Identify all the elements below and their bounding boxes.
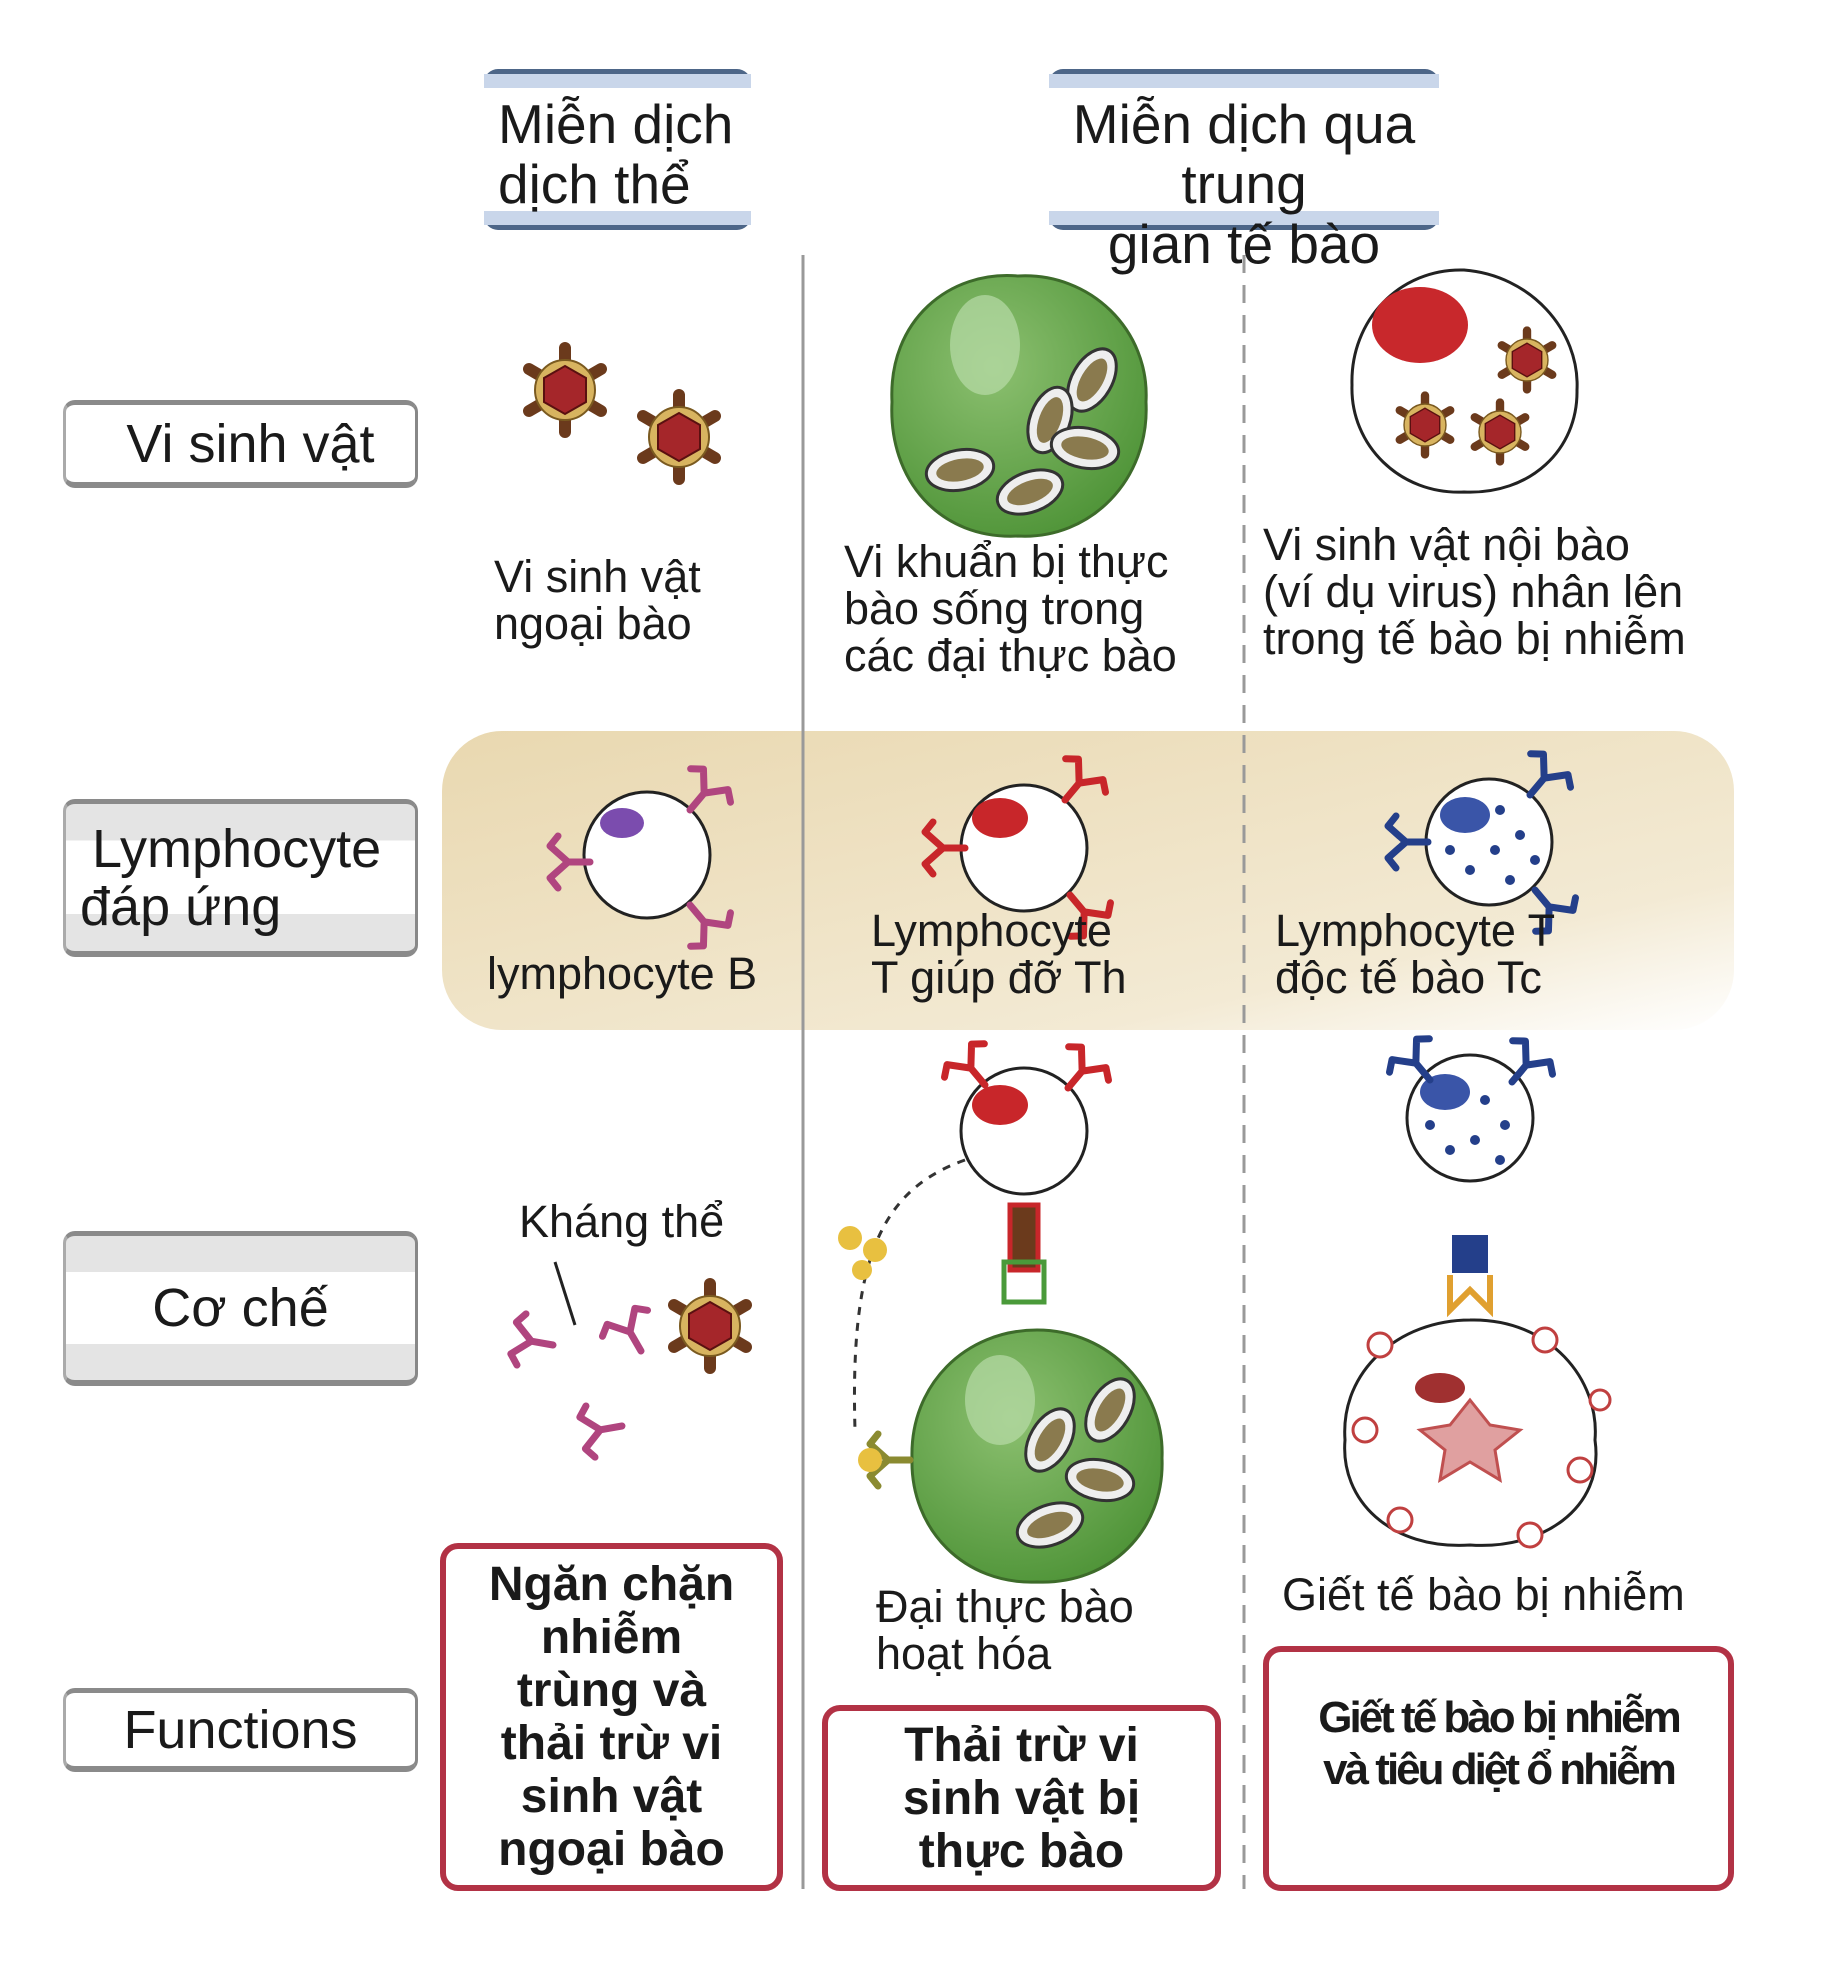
function-line: thải trừ vi	[500, 1717, 723, 1770]
function-line: và tiêu diệt ổ nhiễm	[1323, 1745, 1677, 1794]
helper-t-activating-macrophage-icon	[838, 1038, 1164, 1584]
virus-icon	[674, 1284, 746, 1368]
function-box-helper: Thải trừ vi sinh vật bị thực bào	[822, 1705, 1221, 1891]
label-line: Vi sinh vật nội bào	[1263, 519, 1630, 570]
label-line: độc tế bào Tc	[1275, 952, 1542, 1003]
function-box-humoral: Ngăn chặn nhiễm trùng và thải trừ vi sin…	[440, 1543, 783, 1891]
extracellular-virus-icon	[529, 348, 601, 432]
function-line: sinh vật	[520, 1770, 703, 1823]
label-line: Lymphocyte	[871, 905, 1112, 956]
label-line: T giúp đỡ Th	[871, 952, 1127, 1003]
activated-macrophage-label: Đại thực bào hoạt hóa	[876, 1583, 1134, 1677]
column-header-humoral: Miễn dịch dịch thể	[484, 69, 751, 230]
row-label-text: đáp ứng	[80, 876, 282, 937]
infected-cell-icon	[1350, 268, 1579, 494]
function-box-cytotoxic: Giết tế bào bị nhiễm và tiêu diệt ổ nhiễ…	[1263, 1646, 1734, 1891]
antibody-label: Kháng thể	[519, 1196, 725, 1247]
function-line: trùng và	[516, 1664, 707, 1717]
label-line: các đại thực bào	[844, 630, 1177, 681]
column-header-cell-mediated: Miễn dịch qua trung gian tế bào	[1049, 69, 1439, 274]
row-label-text: Cơ chế	[152, 1278, 329, 1338]
row-label-text: Vi sinh vật	[126, 413, 375, 474]
extracellular-microbe-label: Vi sinh vật ngoại bào	[494, 553, 701, 647]
function-line: ngoại bào	[498, 1823, 725, 1876]
macrophage-with-bacteria-icon	[890, 274, 1148, 538]
header-line: Miễn dịch qua trung	[1072, 93, 1416, 215]
helper-t-label: Lymphocyte T giúp đỡ Th	[871, 907, 1127, 1001]
function-line: nhiễm	[540, 1611, 683, 1664]
label-line: Lymphocyte T	[1275, 905, 1556, 956]
intracellular-microbe-label: Vi sinh vật nội bào (ví dụ virus) nhân l…	[1263, 521, 1686, 662]
label-line: hoạt hóa	[876, 1628, 1052, 1679]
phagocytosed-microbe-label: Vi khuẩn bị thực bào sống trong các đại …	[844, 538, 1177, 679]
label-line: bào sống trong	[844, 583, 1145, 634]
lymphocyte-band	[442, 731, 1734, 1030]
function-line: sinh vật bị	[902, 1771, 1141, 1825]
function-line: Thải trừ vi	[904, 1718, 1139, 1772]
row-label-mechanism: Cơ chế	[63, 1231, 418, 1386]
antibody-icons	[509, 1261, 663, 1459]
label-line: ngoại bào	[494, 598, 692, 649]
header-line: dịch thể	[498, 153, 691, 215]
b-lymphocyte-icon	[550, 763, 736, 953]
row-label-text: Functions	[123, 1699, 358, 1760]
cytotoxic-t-killing-icon	[1343, 1033, 1612, 1549]
function-line: Ngăn chặn	[488, 1558, 735, 1611]
kill-infected-label: Giết tế bào bị nhiễm	[1282, 1569, 1685, 1620]
label-line: Vi sinh vật	[494, 551, 701, 602]
label-line: Đại thực bào	[876, 1581, 1134, 1632]
row-label-lymphocyte: Lymphocyte đáp ứng	[63, 799, 418, 957]
header-line: Miễn dịch	[498, 93, 734, 155]
helper-t-icon	[925, 753, 1116, 943]
b-lymphocyte-label: lymphocyte B	[487, 948, 758, 999]
label-line: trong tế bào bị nhiễm	[1263, 613, 1686, 664]
label-line: Vi khuẩn bị thực	[844, 536, 1169, 587]
function-line: Giết tế bào bị nhiễm	[1318, 1693, 1682, 1742]
function-line: thực bào	[918, 1824, 1125, 1878]
cytotoxic-t-label: Lymphocyte T độc tế bào Tc	[1275, 907, 1555, 1001]
extracellular-virus-icon	[643, 395, 715, 479]
label-line: (ví dụ virus) nhân lên	[1263, 566, 1684, 617]
row-label-text: Lymphocyte	[92, 818, 382, 879]
row-label-microbe: Vi sinh vật	[63, 400, 418, 488]
header-line: gian tế bào	[1107, 213, 1381, 275]
row-label-functions: Functions	[63, 1688, 418, 1772]
cytotoxic-t-icon	[1388, 748, 1581, 938]
